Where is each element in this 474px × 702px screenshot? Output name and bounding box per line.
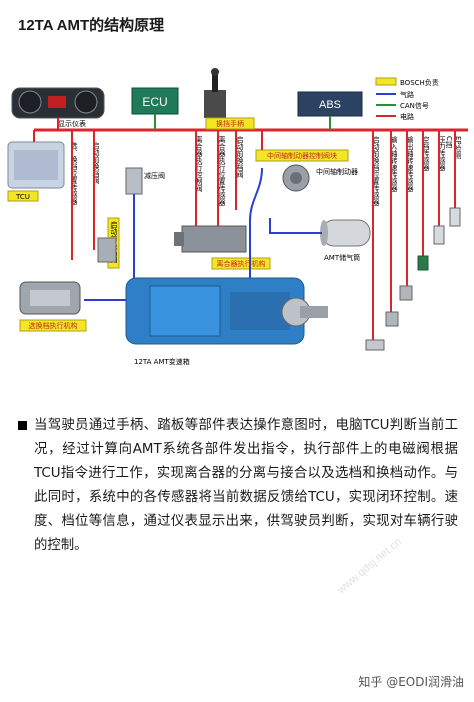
shift-select-actuator-component: 选换档执行机构 [19, 281, 87, 332]
clutch-actuator-component: 离合器执行机构 [174, 225, 271, 270]
midshaft-brake-label: 中间轴制动器 [316, 167, 358, 176]
tcu-component: TCU [7, 141, 65, 202]
label-ep-detect: EP检测 [454, 136, 462, 160]
label-c-gear: C挡 [445, 136, 453, 149]
label-clutch-valve: 离合器执行控制阀 [195, 135, 203, 193]
legend: BOSCH负责 气路 CAN信号 电路 [375, 77, 439, 121]
dashboard-component: 显示仪表 [11, 87, 105, 128]
label-start-valve-left: 启动前换档阀 [92, 141, 100, 185]
air-tank-label: AMT储气筒 [324, 253, 360, 262]
page-title: 12TA AMT的结构原理 [18, 17, 165, 34]
legend-item-can: CAN信号 [400, 101, 429, 110]
clutch-actuator-label: 离合器执行机构 [217, 259, 266, 268]
label-start-position-sensor: 启动前换档位置传感器 [372, 135, 380, 207]
shift-select-actuator-label: 选换档执行机构 [29, 321, 78, 330]
label-clutch-sensor: 离合器执行位置传感器 [218, 135, 226, 207]
bullet-marker [18, 421, 27, 430]
label-neutral-sensor: 空档传感器 [422, 135, 430, 172]
label-output-speed-sensor: 输出轴转速传感器 [406, 135, 414, 193]
description-text: 当驾驶员通过手柄、踏板等部件表达操作意图时，电脑TCU判断当前工况，经过计算向A… [18, 414, 458, 558]
dashboard-label: 显示仪表 [58, 119, 86, 128]
label-pressure-sensor: 压力传感器 [438, 136, 446, 172]
label-start-valve-middle: 启动前换档阀 [236, 135, 244, 179]
midshaft-brake-valve-label: 中间轴制动器控制阀块 [267, 151, 337, 160]
source-credit: 知乎 @EODI润滑油 [358, 675, 464, 689]
abs-label: ABS [319, 99, 341, 111]
abs-component: ABS [297, 91, 363, 117]
air-tank-component: AMT储气筒 [320, 219, 371, 262]
sensor-group [365, 207, 461, 351]
legend-item-electric: 电路 [400, 112, 414, 121]
gearbox-label: 12TA AMT变速箱 [134, 357, 190, 366]
label-input-speed-sensor: 输入轴转速传感器 [390, 135, 398, 193]
shift-handle-component: 换挡手柄 [204, 68, 255, 130]
tcu-label: TCU [15, 193, 30, 201]
start-valve-component [97, 237, 117, 263]
label-select-shift-sensor: 选、换档位置传感器 [70, 141, 78, 206]
legend-item-bosch: BOSCH负责 [400, 78, 439, 87]
ecu-component: ECU [131, 87, 179, 115]
legend-item-air: 气路 [400, 90, 414, 99]
shift-handle-label: 换挡手柄 [216, 119, 244, 128]
amt-structure-diagram: 显示仪表 ECU 换挡手柄 ABS BOSCH负责 气路 CAN信号 电路 TC… [7, 68, 468, 366]
ecu-label: ECU [142, 95, 167, 109]
midshaft-brake-component: 中间轴制动器 [282, 164, 358, 192]
regulator-valve-label: 减压阀 [144, 171, 165, 180]
regulator-valve-component: 减压阀 [125, 167, 165, 195]
description-paragraph: 当驾驶员通过手柄、踏板等部件表达操作意图时，电脑TCU判断当前工况，经过计算向A… [34, 418, 458, 553]
gearbox-component: 12TA AMT变速箱 [125, 277, 328, 366]
